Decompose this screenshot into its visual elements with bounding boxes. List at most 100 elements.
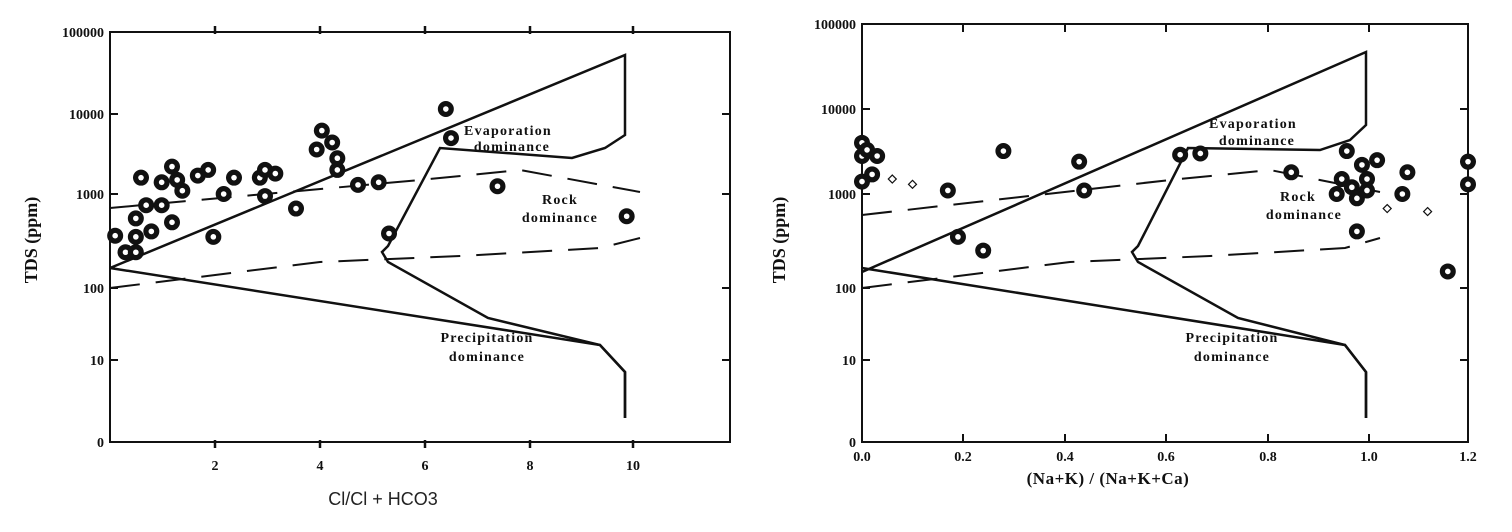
data-point bbox=[164, 214, 180, 231]
region-label: dominance bbox=[1266, 208, 1342, 223]
data-point bbox=[143, 223, 160, 240]
data-point-center bbox=[210, 234, 217, 240]
data-point bbox=[975, 242, 992, 259]
data-point-center bbox=[262, 167, 268, 173]
data-point bbox=[350, 176, 366, 193]
data-point-center bbox=[133, 234, 139, 240]
data-point bbox=[153, 174, 170, 191]
y-axis-label: TDS (ppm) bbox=[21, 197, 42, 284]
data-point-center bbox=[869, 171, 875, 178]
y-tick-label: 100 bbox=[83, 282, 104, 297]
data-point-center bbox=[1081, 187, 1087, 194]
x-tick-label: 0.2 bbox=[954, 450, 972, 465]
data-point-diamond bbox=[907, 179, 918, 190]
data-point bbox=[1071, 153, 1088, 170]
region-label: Evaporation bbox=[1209, 117, 1297, 132]
x-tick-label: 0.0 bbox=[853, 450, 871, 465]
data-point bbox=[1460, 176, 1476, 193]
data-point-center bbox=[874, 153, 880, 159]
y-tick-label: 0 bbox=[97, 436, 104, 451]
data-point-diamond bbox=[1422, 206, 1433, 217]
data-point-center bbox=[955, 234, 961, 240]
data-point bbox=[329, 150, 346, 167]
data-point bbox=[437, 101, 454, 118]
data-point-center bbox=[334, 155, 341, 162]
data-point bbox=[205, 228, 222, 245]
data-point-center bbox=[112, 232, 118, 239]
y-tick-label: 0 bbox=[849, 436, 856, 451]
data-point-center bbox=[864, 147, 870, 153]
data-point-center bbox=[262, 193, 268, 199]
region-label: dominance bbox=[1194, 350, 1270, 365]
data-point bbox=[939, 182, 956, 199]
data-point-diamond bbox=[887, 174, 898, 184]
data-point-center bbox=[334, 167, 341, 173]
data-point-center bbox=[272, 170, 279, 177]
x-axis-label: (Na+K) / (Na+K+Ca) bbox=[1027, 469, 1190, 488]
y-tick-label: 10000 bbox=[821, 103, 856, 118]
data-point bbox=[1172, 146, 1189, 163]
data-point-center bbox=[293, 205, 299, 212]
data-point bbox=[324, 134, 341, 151]
data-point-center bbox=[859, 178, 865, 185]
boundary-curve-upper bbox=[109, 53, 627, 418]
data-point-center bbox=[623, 213, 630, 220]
x-axis-label: Cl/Cl + HCO3 bbox=[328, 489, 438, 509]
x-tick-label: 0.4 bbox=[1056, 450, 1074, 465]
y-axis-label: TDS (ppm) bbox=[769, 197, 790, 284]
data-point bbox=[1076, 182, 1093, 199]
data-point-center bbox=[1399, 191, 1406, 197]
data-point-center bbox=[319, 127, 325, 134]
data-point-center bbox=[1359, 162, 1365, 168]
data-point bbox=[138, 197, 155, 214]
dashed-curve-lower bbox=[861, 237, 1381, 289]
data-point-center bbox=[1404, 169, 1411, 176]
data-point-center bbox=[1288, 169, 1295, 176]
region-label: dominance bbox=[1219, 134, 1295, 149]
data-point bbox=[288, 200, 304, 217]
data-point bbox=[869, 147, 886, 164]
data-point bbox=[107, 227, 124, 244]
y-tick-label: 10 bbox=[842, 354, 856, 369]
data-point bbox=[443, 130, 459, 147]
data-point bbox=[164, 158, 180, 175]
data-point-center bbox=[179, 187, 186, 194]
data-point bbox=[127, 244, 144, 261]
data-point-center bbox=[220, 191, 227, 197]
data-point-center bbox=[148, 228, 155, 235]
data-point-center bbox=[1349, 184, 1355, 191]
x-tick-label: 1.2 bbox=[1459, 450, 1477, 465]
data-point bbox=[1328, 186, 1345, 202]
boundary-curve-lower bbox=[109, 266, 627, 418]
data-point bbox=[127, 210, 144, 227]
data-point-center bbox=[195, 172, 201, 179]
data-point bbox=[308, 141, 325, 158]
data-point bbox=[329, 161, 346, 178]
data-point-center bbox=[313, 146, 320, 153]
plot-frame bbox=[109, 31, 731, 443]
y-tick-label: 10000 bbox=[69, 108, 104, 123]
data-point-center bbox=[174, 177, 180, 183]
data-point-center bbox=[375, 179, 382, 186]
data-point bbox=[226, 169, 242, 186]
data-point bbox=[1338, 143, 1355, 160]
data-point bbox=[1353, 156, 1370, 173]
data-point bbox=[153, 197, 170, 214]
x-tick-label: 1.0 bbox=[1360, 450, 1378, 465]
data-point bbox=[949, 228, 966, 245]
data-point bbox=[1439, 263, 1456, 280]
x-tick-label: 8 bbox=[527, 459, 534, 474]
region-label: dominance bbox=[449, 350, 525, 365]
data-point bbox=[1359, 182, 1375, 199]
region-label: Rock bbox=[542, 193, 578, 208]
data-point-center bbox=[1465, 158, 1471, 165]
y-tick-label: 100 bbox=[835, 282, 856, 297]
data-point bbox=[215, 186, 232, 202]
data-point-center bbox=[1000, 148, 1007, 154]
data-point-center bbox=[1364, 187, 1370, 194]
region-label: Rock bbox=[1280, 190, 1316, 205]
data-point-center bbox=[443, 106, 449, 112]
